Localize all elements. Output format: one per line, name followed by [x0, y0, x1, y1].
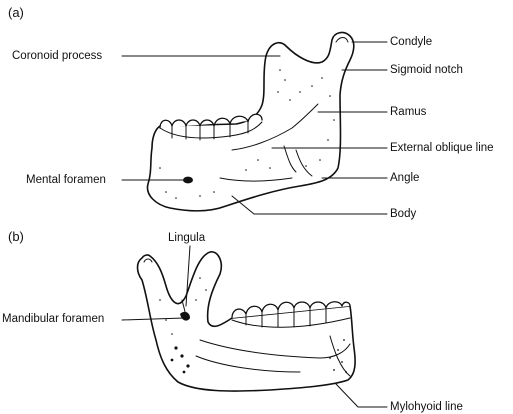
leader-mandibular-foramen	[121, 317, 185, 321]
label-mandibular-foramen: Mandibular foramen	[2, 313, 105, 325]
label-body: Body	[390, 208, 417, 220]
leader-lingula	[185, 245, 191, 307]
panel-label-a: (a)	[8, 5, 24, 20]
label-mental-foramen: Mental foramen	[26, 174, 106, 186]
label-sigmoid-notch: Sigmoid notch	[390, 64, 463, 76]
mandible-lateral-view	[146, 31, 355, 212]
panel-label-b: (b)	[8, 229, 24, 244]
label-lingula: Lingula	[168, 232, 206, 244]
leader-lines	[121, 41, 388, 408]
label-ramus: Ramus	[390, 106, 427, 118]
label-angle: Angle	[390, 172, 420, 184]
label-external-oblique-line: External oblique line	[390, 142, 494, 154]
mandible-medial-view	[136, 251, 356, 392]
label-mylohyoid-line: Mylohyoid line	[390, 401, 463, 413]
label-coronoid-process: Coronoid process	[12, 50, 103, 62]
leader-mylohyoid-line	[335, 383, 388, 408]
leader-body	[231, 195, 388, 215]
label-condyle: Condyle	[390, 36, 433, 48]
